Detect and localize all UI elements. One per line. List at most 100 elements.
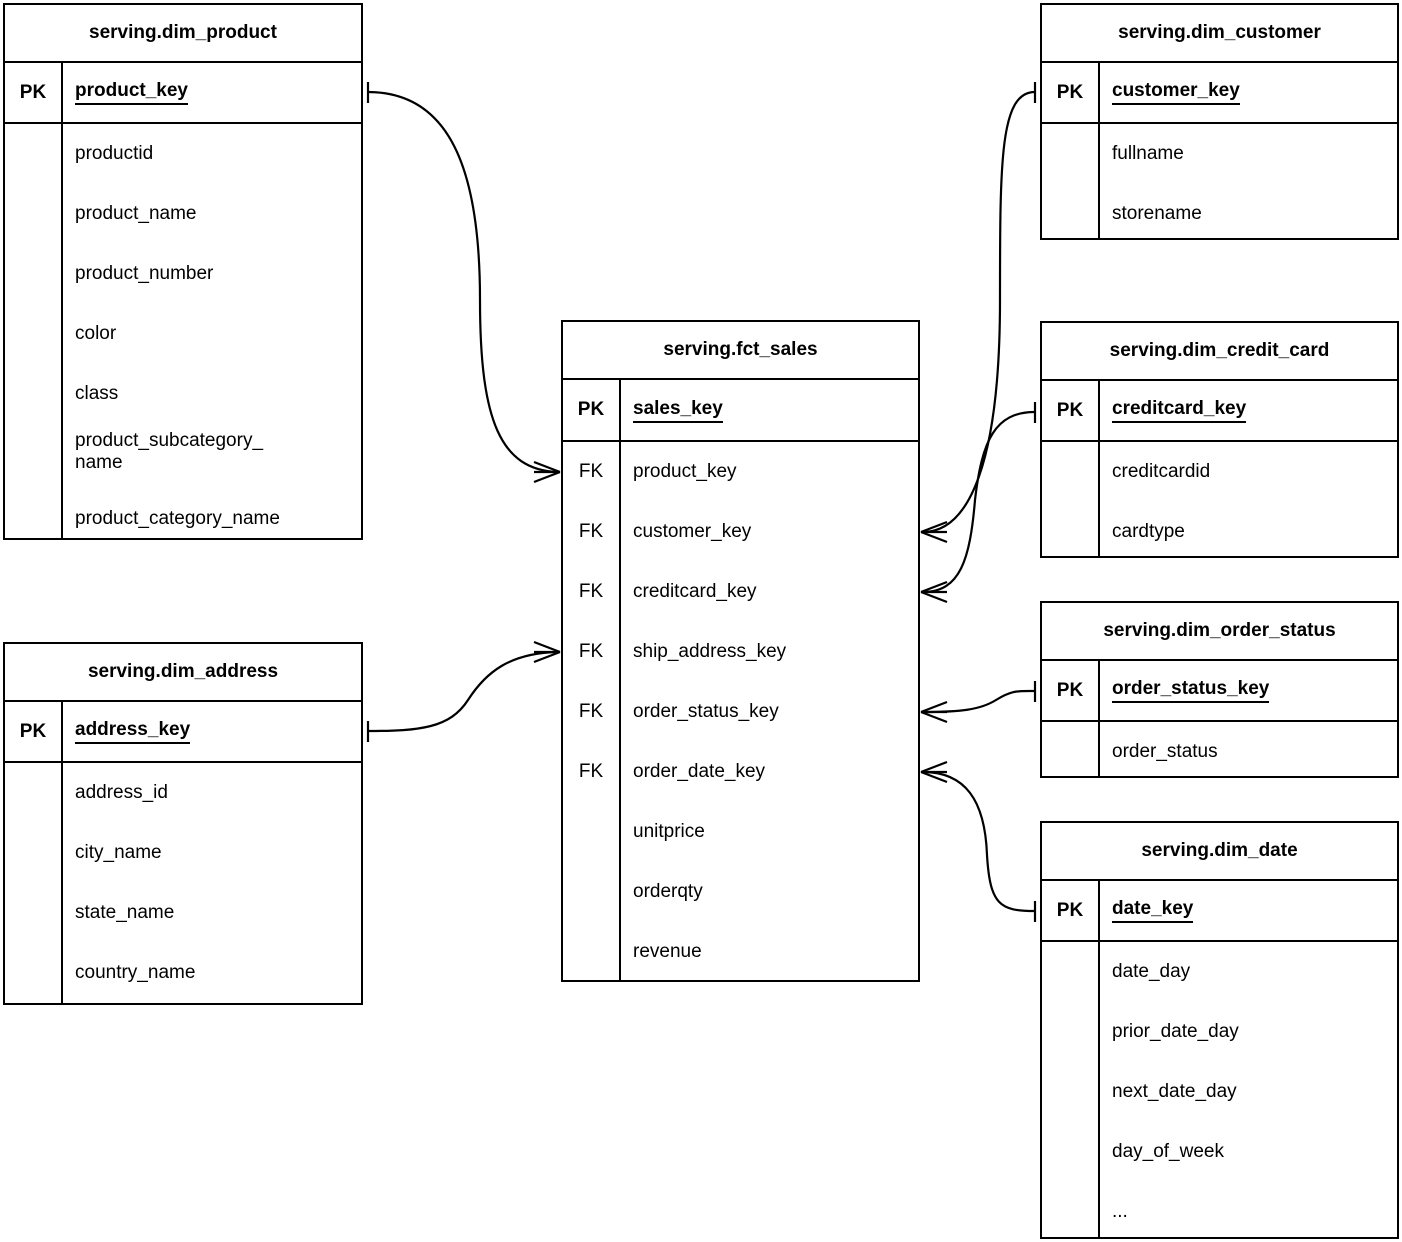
relationship-creditcard-to-sales <box>920 402 1037 604</box>
pk-column-name: creditcard_key <box>1100 381 1397 440</box>
column-list-fct-sales: FK FK FK FK FK FK product_key customer_k… <box>563 442 918 980</box>
pk-row-dim-date: PK date_key <box>1042 881 1397 942</box>
fk-tag: FK <box>578 761 604 782</box>
entity-dim-address[interactable]: serving.dim_address PK address_key addre… <box>3 642 363 1005</box>
column-row: state_name <box>75 902 175 924</box>
column-row: order_status_key <box>633 701 779 723</box>
column-row: product_category_name <box>75 508 280 530</box>
crowsfoot-prong <box>533 470 561 484</box>
name-column: order_status <box>1100 722 1397 776</box>
pk-column-name: address_key <box>63 702 361 761</box>
name-column: date_day prior_date_day next_date_day da… <box>1100 942 1397 1237</box>
entity-dim-order-status[interactable]: serving.dim_order_status PK order_status… <box>1040 601 1399 778</box>
pk-column-name: date_key <box>1100 881 1397 940</box>
column-row: date_day <box>1112 961 1191 983</box>
fk-tag: FK <box>578 581 604 602</box>
relationship-line <box>367 90 559 474</box>
pk-row-dim-address: PK address_key <box>5 702 361 763</box>
tag-column <box>5 124 63 538</box>
entity-title-fct-sales: serving.fct_sales <box>563 322 918 380</box>
entity-dim-customer[interactable]: serving.dim_customer PK customer_key ful… <box>1040 3 1399 240</box>
pk-tag: PK <box>1042 63 1100 122</box>
tag-column <box>1042 442 1100 556</box>
relationship-line <box>922 770 1036 913</box>
tag-column <box>1042 124 1100 238</box>
crowsfoot-prong <box>533 640 561 654</box>
relationship-orderstatus-to-sales <box>920 681 1037 724</box>
entity-title-dim-address: serving.dim_address <box>5 644 361 702</box>
relationship-customer-to-sales <box>920 82 1037 544</box>
pk-row-dim-credit-card: PK creditcard_key <box>1042 381 1397 442</box>
entity-dim-product[interactable]: serving.dim_product PK product_key produ… <box>3 3 363 540</box>
tag-column: FK FK FK FK FK FK <box>563 442 621 980</box>
pk-column-name: product_key <box>63 63 361 122</box>
column-row: fullname <box>1112 143 1184 165</box>
tag-column <box>5 763 63 1003</box>
column-row: order_status <box>1112 741 1218 763</box>
pk-tag: PK <box>5 63 63 122</box>
column-row: customer_key <box>633 521 752 543</box>
crowsfoot-prong <box>920 580 948 594</box>
column-row: productid <box>75 143 154 165</box>
column-row: day_of_week <box>1112 1141 1224 1163</box>
name-column: creditcardid cardtype <box>1100 442 1397 556</box>
crowsfoot-prong <box>533 460 561 474</box>
column-row: ... <box>1112 1201 1128 1223</box>
fk-tag <box>563 802 619 862</box>
pk-row-dim-customer: PK customer_key <box>1042 63 1397 124</box>
column-row: class <box>75 383 119 405</box>
name-column: fullname storename <box>1100 124 1397 238</box>
tag-column <box>1042 722 1100 776</box>
column-row: unitprice <box>633 821 705 843</box>
pk-tag: PK <box>1042 381 1100 440</box>
pk-column-name: sales_key <box>621 380 918 440</box>
pk-column-name: customer_key <box>1100 63 1397 122</box>
relationship-line <box>922 689 1036 714</box>
entity-fct-sales[interactable]: serving.fct_sales PK sales_key FK FK FK … <box>561 320 920 982</box>
column-list-dim-product: productid product_name product_number co… <box>5 124 361 538</box>
crowsfoot-prong <box>920 700 948 714</box>
column-row: creditcard_key <box>633 581 757 603</box>
entity-dim-date[interactable]: serving.dim_date PK date_key date_day pr… <box>1040 821 1399 1239</box>
entity-dim-credit-card[interactable]: serving.dim_credit_card PK creditcard_ke… <box>1040 321 1399 558</box>
column-row: address_id <box>75 782 168 804</box>
name-column: productid product_name product_number co… <box>63 124 361 538</box>
relationship-line <box>922 90 1036 534</box>
relationship-line <box>922 410 1036 594</box>
column-list-dim-order-status: order_status <box>1042 722 1397 776</box>
pk-column-name: order_status_key <box>1100 661 1397 720</box>
fk-tag: FK <box>578 521 604 542</box>
entity-title-dim-credit-card: serving.dim_credit_card <box>1042 323 1397 381</box>
relationship-date-to-sales <box>920 760 1037 922</box>
entity-title-dim-customer: serving.dim_customer <box>1042 5 1397 63</box>
column-row: color <box>75 323 117 345</box>
crowsfoot-prong <box>920 520 948 534</box>
column-list-dim-address: address_id city_name state_name country_… <box>5 763 361 1003</box>
column-row: country_name <box>75 962 196 984</box>
crowsfoot-prong <box>920 770 948 784</box>
column-row: prior_date_day <box>1112 1021 1239 1043</box>
pk-tag: PK <box>5 702 63 761</box>
crowsfoot-prong <box>920 530 948 544</box>
column-row: revenue <box>633 941 702 963</box>
entity-title-dim-date: serving.dim_date <box>1042 823 1397 881</box>
fk-tag: FK <box>578 461 604 482</box>
crowsfoot-prong <box>920 590 948 604</box>
tag-column <box>1042 942 1100 1237</box>
fk-tag <box>563 862 619 922</box>
relationship-line <box>367 650 559 733</box>
pk-tag: PK <box>1042 661 1100 720</box>
column-row: next_date_day <box>1112 1081 1237 1103</box>
fk-tag: FK <box>578 701 604 722</box>
column-row: cardtype <box>1112 521 1185 543</box>
fk-tag <box>563 922 619 982</box>
column-row: product_name <box>75 203 197 225</box>
pk-row-dim-order-status: PK order_status_key <box>1042 661 1397 722</box>
column-row: order_date_key <box>633 761 766 783</box>
column-row: ship_address_key <box>633 641 787 663</box>
column-list-dim-credit-card: creditcardid cardtype <box>1042 442 1397 556</box>
name-column: address_id city_name state_name country_… <box>63 763 361 1003</box>
name-column: product_key customer_key creditcard_key … <box>621 442 918 980</box>
column-row: product_number <box>75 263 214 285</box>
